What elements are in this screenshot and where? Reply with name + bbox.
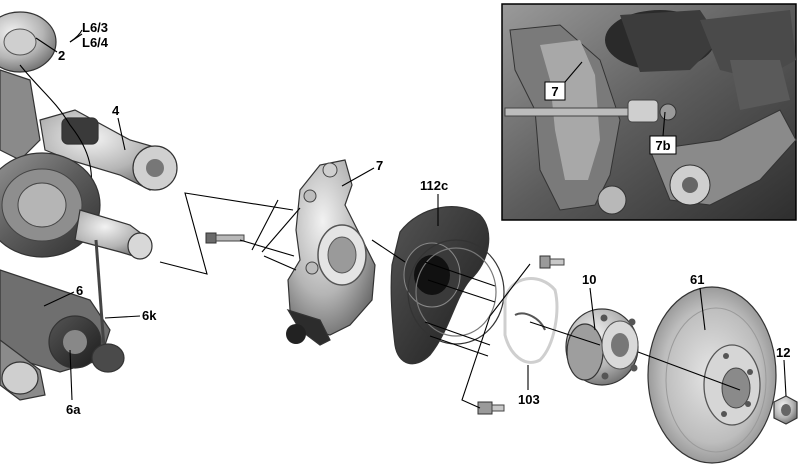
label-6k: 6k: [142, 308, 157, 323]
inset-label-box-7: [544, 81, 566, 101]
label-2: 2: [58, 48, 65, 63]
label-6a: 6a: [66, 402, 81, 417]
lower-bolt: [477, 401, 505, 415]
label-7: 7: [376, 158, 383, 173]
axis-line-hub: [529, 321, 601, 346]
mounting-leader-lines: [371, 239, 531, 409]
frame-section: [0, 69, 41, 161]
dust-shield: [390, 206, 490, 365]
label-112c: 112c: [420, 178, 448, 193]
detail-inset: 7 7b: [501, 3, 797, 221]
label-61: 61: [690, 272, 704, 287]
parking-brake-shoes: [503, 277, 559, 364]
axis-line-disc: [637, 351, 741, 391]
label-4: 4: [112, 103, 120, 118]
steering-knuckle: [286, 159, 376, 346]
label-10: 10: [582, 272, 596, 287]
upper-bolt: [539, 255, 565, 269]
callouts: L6/3 L6/4 2 4 6 6k 6a 7 112c 103 10 61: [35, 20, 790, 417]
label-103: 103: [518, 392, 540, 407]
coupling-rod: [94, 239, 106, 349]
inset-label-7b: 7b: [655, 138, 670, 153]
label-6: 6: [76, 283, 83, 298]
axle-nut: [773, 395, 798, 425]
left-suspension-assembly: [0, 11, 178, 401]
label-12: 12: [776, 345, 790, 360]
wheel-hub: [565, 308, 639, 386]
brake-backing-plate: [407, 239, 505, 345]
inset-label-7: 7: [551, 84, 558, 99]
knuckle-bolt: [205, 232, 245, 244]
label-l6-4: L6/4: [82, 35, 109, 50]
label-l6-3: L6/3: [82, 20, 108, 35]
arm-clamp: [61, 117, 99, 145]
assembly-leader-lines: [159, 192, 301, 275]
brake-disc: [647, 286, 777, 464]
